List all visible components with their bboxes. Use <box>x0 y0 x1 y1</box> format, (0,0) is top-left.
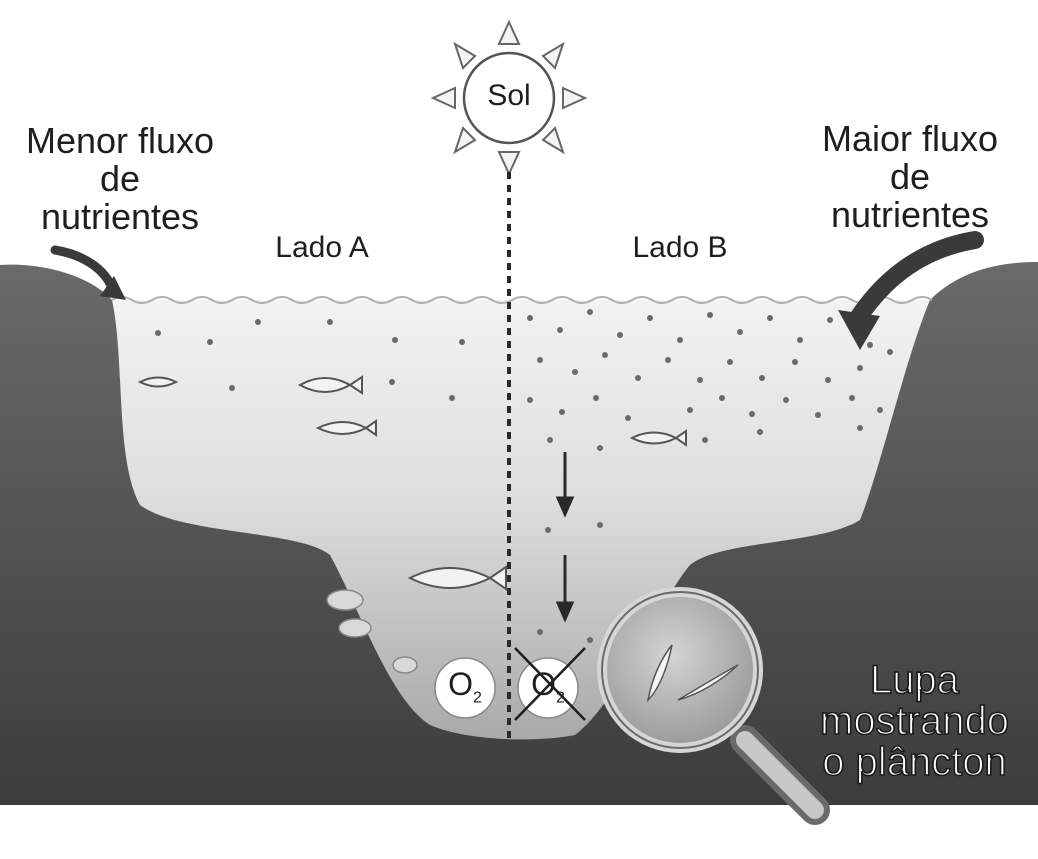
left-nutrient-arrow <box>50 245 126 300</box>
right-caption-line3: nutrientes <box>830 193 990 235</box>
magnifying-glass-icon <box>597 587 830 825</box>
seaweed-icon <box>326 589 418 674</box>
left-caption-line3: nutrientes <box>40 195 200 237</box>
magnifier-caption-line1: Lupa <box>869 658 960 702</box>
oxygen-subscript-crossed: 2 <box>555 689 565 707</box>
right-nutrient-arrow <box>838 231 984 350</box>
right-caption: Maior fluxo de nutrientes <box>800 120 1020 233</box>
right-caption-line1: Maior fluxo <box>821 118 999 159</box>
right-caption-line2: de <box>889 155 931 197</box>
side-b-label: Lado B <box>632 231 728 264</box>
oxygen-symbol-crossed: O <box>531 666 556 702</box>
water-surface <box>111 296 933 304</box>
plankton-side-a <box>155 319 465 401</box>
oxygen-absent-icon <box>514 647 586 721</box>
magnifier-caption-line3: o plâncton <box>821 739 1007 784</box>
side-a-label: Lado A <box>275 231 369 264</box>
plankton-side-b <box>527 309 893 643</box>
lake-water <box>112 300 930 740</box>
magnifier-caption: Lupa mostrando o plâncton <box>802 658 1027 784</box>
left-caption: Menor fluxo de nutrientes <box>10 122 230 235</box>
oxygen-symbol: O <box>448 666 473 702</box>
oxygen-subscript: 2 <box>472 689 482 707</box>
oxygen-present-label: O2 <box>440 666 490 707</box>
magnifier-caption-line2: mostrando <box>819 698 1010 743</box>
sinking-arrows <box>555 452 575 623</box>
fish-group <box>137 375 687 591</box>
left-caption-line1: Menor fluxo <box>25 120 215 161</box>
sun-label: Sol <box>487 79 531 112</box>
sun-icon <box>430 19 588 177</box>
plankton-magnified <box>646 644 739 703</box>
left-caption-line2: de <box>99 157 141 199</box>
oxygen-absent-label: O2 <box>523 666 573 707</box>
oxygen-present-icon <box>434 657 496 719</box>
